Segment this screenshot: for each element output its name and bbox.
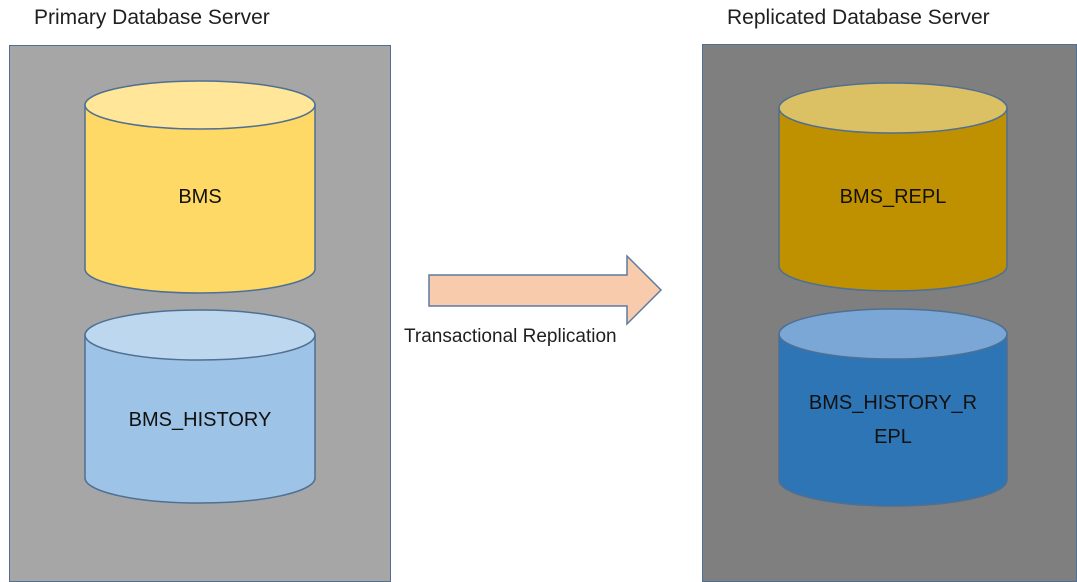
database-bms-history: BMS_HISTORY: [84, 309, 316, 504]
cylinder-body: [778, 107, 1008, 292]
database-label: BMS: [178, 186, 221, 208]
primary-server-title: Primary Database Server: [34, 6, 270, 29]
database-label: BMS_REPL: [840, 186, 947, 208]
cylinder-top: [84, 309, 316, 361]
database-label-line1: BMS_HISTORY_R: [809, 392, 977, 414]
database-label: BMS_HISTORY: [129, 409, 272, 431]
cylinder-top: [84, 80, 316, 130]
arrow-shape: [428, 254, 663, 326]
cylinder-top: [778, 82, 1008, 134]
cylinder-body: [84, 334, 316, 504]
database-bms-repl: BMS_REPL: [778, 82, 1008, 292]
cylinder-body: [84, 104, 316, 294]
replication-arrow: [428, 254, 663, 326]
replicated-server-title: Replicated Database Server: [727, 6, 990, 29]
cylinder-body: [778, 333, 1008, 507]
replication-label: Transactional Replication: [404, 326, 617, 347]
cylinder-top: [778, 308, 1008, 360]
database-label-line2: EPL: [874, 426, 912, 448]
database-bms: BMS: [84, 80, 316, 294]
database-bms-history-repl: BMS_HISTORY_R EPL: [778, 308, 1008, 507]
